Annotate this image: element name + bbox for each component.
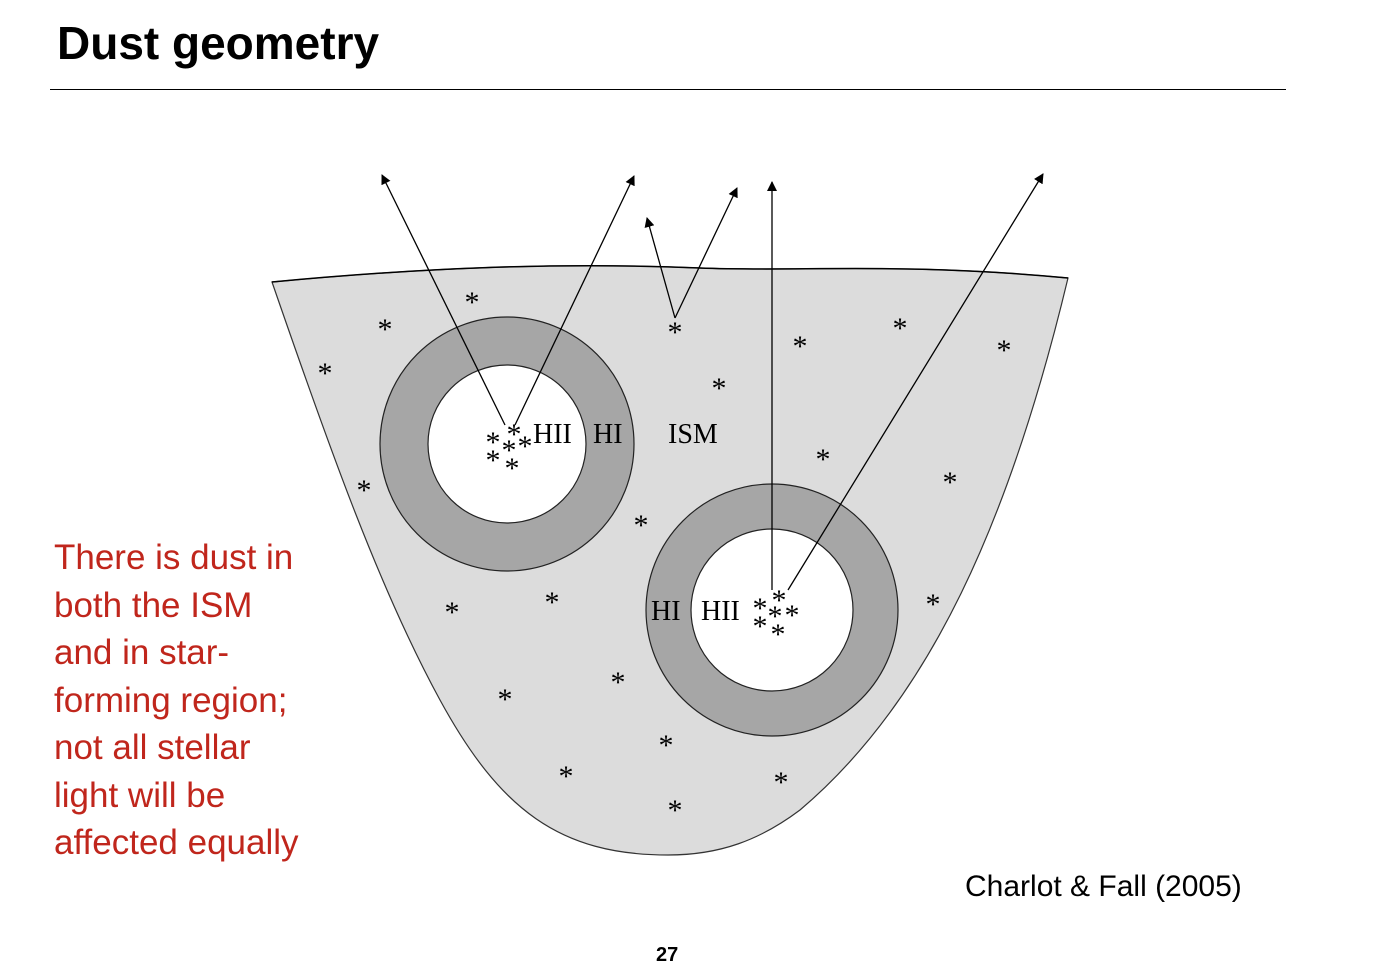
star: * [486,444,501,477]
arrow-left-cloud-up-right [514,175,635,426]
page-number: 27 [656,944,679,966]
star: * [559,760,574,793]
caption-line: both the ISM [54,585,253,625]
ism-stars: * * * * * * * * * * * * * * * * * * * * … [318,286,1012,827]
star: * [445,596,460,629]
slide-title: Dust geometry [57,17,380,69]
star: * [785,599,800,632]
star-cluster-left: * * * * * * [486,418,533,485]
star: * [498,683,513,716]
arrow-right-cloud-up-right [787,173,1044,591]
star: * [793,330,808,363]
star: * [774,766,789,799]
star: * [768,600,783,633]
label-hi-right: HI [651,596,681,627]
star: * [893,312,908,345]
star: * [668,794,683,827]
star: * [611,666,626,699]
star: * [318,357,333,390]
title-divider [50,89,1286,90]
arrow-ism-star-up-right [674,187,738,319]
star: * [772,584,787,617]
star: * [518,430,533,463]
star: * [816,443,831,476]
caption-line: forming region; [54,680,288,720]
caption-line: and in star- [54,633,230,672]
star-cluster-right: * * * * * * [753,584,800,651]
label-hi-left: HI [593,419,623,450]
star: * [926,588,941,621]
star: * [502,434,517,467]
star: * [357,474,372,507]
caption-line: affected equally [54,823,299,862]
star: * [486,426,501,459]
star: * [378,313,393,346]
star: * [465,286,480,319]
citation: Charlot & Fall (2005) [965,870,1242,903]
caption-line: light will be [54,775,226,815]
ism-surface-line [271,264,1069,283]
star: * [659,729,674,762]
caption-text: There is dust in both the ISM and in sta… [54,534,299,867]
star: * [771,618,786,651]
star: * [712,372,727,405]
label-hii-right: HII [701,596,740,627]
hii-region-left [427,364,587,524]
caption-line: There is dust in [54,538,294,577]
star: * [668,316,683,349]
label-hii-left: HII [533,419,572,450]
star: * [507,418,522,451]
star: * [943,466,958,499]
star: * [545,586,560,619]
arrow-left-cloud-up-left [381,174,506,426]
star: * [997,334,1012,367]
caption-line: not all stellar [54,728,251,767]
star: * [505,452,520,485]
label-ism: ISM [668,419,718,450]
star: * [753,610,768,643]
star: * [634,509,649,542]
star: * [753,592,768,625]
arrow-ism-star-up-left [644,217,676,319]
